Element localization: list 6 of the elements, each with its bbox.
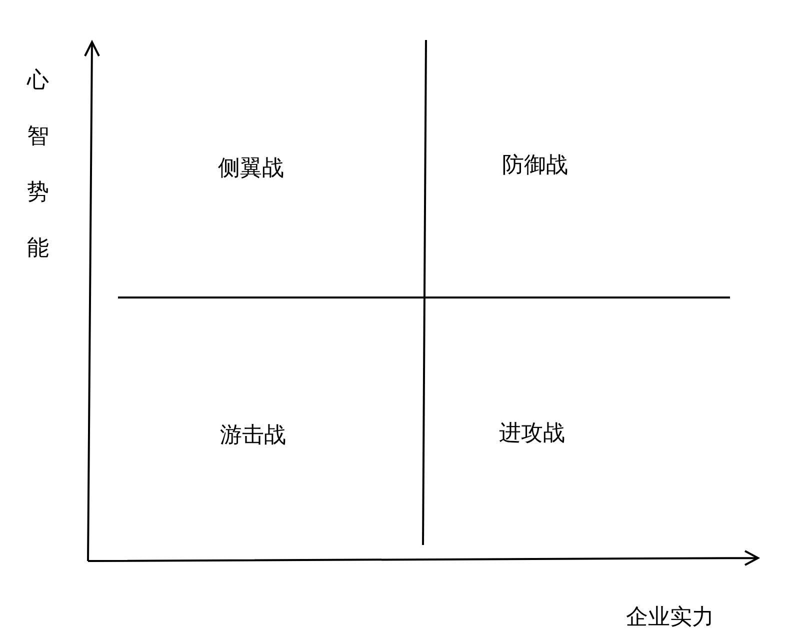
quadrant-label: 侧翼战 bbox=[218, 155, 284, 181]
quadrant-label: 防御战 bbox=[502, 152, 568, 178]
quadrant-label: 游击战 bbox=[220, 422, 286, 448]
axis-title: 企业实力 bbox=[626, 604, 714, 630]
axis-title: 心智势能 bbox=[27, 66, 49, 262]
quadrant-label: 进攻战 bbox=[499, 420, 565, 446]
